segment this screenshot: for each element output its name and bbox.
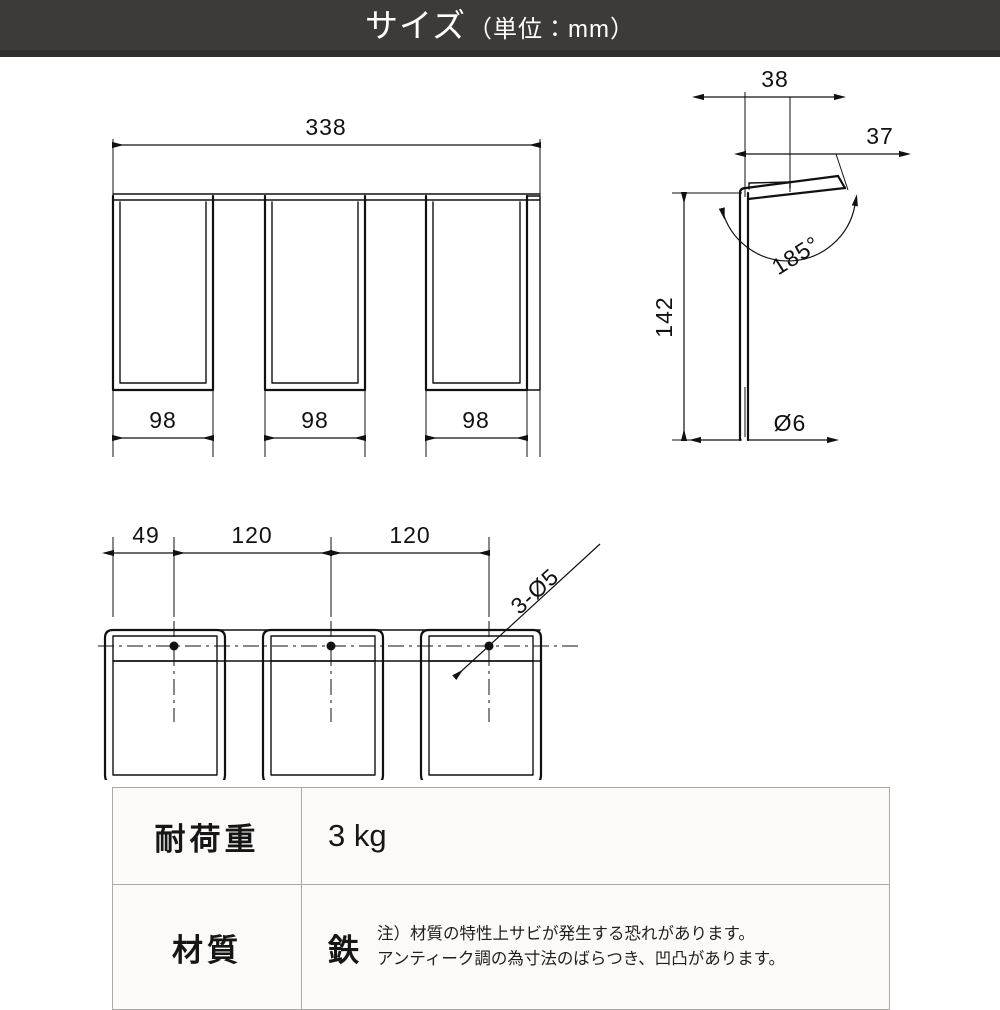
header-underline <box>0 50 1000 57</box>
spec-label-load: 耐荷重 <box>112 787 302 885</box>
dimension-142-label: 142 <box>651 296 677 337</box>
front-hook-1 <box>111 194 215 392</box>
spec-value-load-cell: 3 kg <box>301 787 890 885</box>
dimension-120-right: 120 <box>330 522 490 557</box>
table-row: 材質 鉄 注）材質の特性上サビが発生する恐れがあります。 アンティーク調の為寸法… <box>112 884 890 1010</box>
dimension-120-left: 120 <box>173 522 332 557</box>
page-title: サイズ（単位：mm） <box>365 9 635 42</box>
dimension-338-label: 338 <box>305 114 346 140</box>
dimension-98-center: 98 <box>264 407 366 442</box>
dimension-98-left: 98 <box>112 407 214 442</box>
hole-callout-label: 3-Ø5 <box>505 563 563 619</box>
dimension-98-center-label: 98 <box>301 407 329 433</box>
dimension-37-label: 37 <box>866 123 894 149</box>
dimension-338: 338 <box>112 114 541 149</box>
front-view: 338 <box>111 114 541 457</box>
front-hook-2 <box>263 194 367 392</box>
dimension-37: 37 <box>734 123 911 191</box>
dimension-d6-label: Ø6 <box>774 410 807 436</box>
header-bar: サイズ（単位：mm） <box>0 0 1000 50</box>
dimension-98-right-label: 98 <box>462 407 490 433</box>
top-hook-3 <box>419 628 543 780</box>
side-view: 38 37 185° <box>651 66 911 444</box>
dimension-98-right: 98 <box>425 407 528 442</box>
spec-label-material: 材質 <box>112 884 302 1010</box>
material-note-line1: 注）材質の特性上サビが発生する恐れがあります。 <box>377 925 755 944</box>
top-hook-1 <box>103 628 227 780</box>
top-view: 49 120 120 <box>98 522 601 780</box>
dimension-38-label: 38 <box>761 66 789 92</box>
dimension-38: 38 <box>692 66 846 192</box>
angle-185-label: 185° <box>767 231 825 280</box>
spec-value-material-cell: 鉄 注）材質の特性上サビが発生する恐れがあります。 アンティーク調の為寸法のばら… <box>301 884 890 1010</box>
page-title-main: サイズ <box>365 6 467 44</box>
material-note: 注）材質の特性上サビが発生する恐れがあります。 アンティーク調の為寸法のばらつき… <box>377 922 889 972</box>
technical-drawing: 338 <box>98 66 911 780</box>
mounting-hole-1 <box>169 641 179 651</box>
load-capacity-value: 3 kg <box>328 818 387 853</box>
page-title-unit: （単位：mm） <box>468 15 635 43</box>
spec-table: 耐荷重 3 kg 材質 鉄 注）材質の特性上サビが発生する恐れがあります。 アン… <box>112 787 890 1010</box>
dimension-d6: Ø6 <box>689 410 839 444</box>
dimension-120-left-label: 120 <box>231 522 272 548</box>
dimension-142: 142 <box>651 192 742 441</box>
table-row: 耐荷重 3 kg <box>112 787 890 885</box>
dimension-49-label: 49 <box>132 522 160 548</box>
material-note-line2: アンティーク調の為寸法のばらつき、凹凸があります。 <box>377 950 786 968</box>
hole-callout-3-d5: 3-Ø5 <box>452 543 601 680</box>
material-value: 鉄 <box>328 932 359 968</box>
dimension-49: 49 <box>102 522 185 557</box>
angle-185: 185° <box>718 194 858 280</box>
material-row: 鉄 注）材質の特性上サビが発生する恐れがあります。 アンティーク調の為寸法のばら… <box>328 914 889 980</box>
dimension-120-right-label: 120 <box>389 522 430 548</box>
top-hook-2 <box>261 628 385 780</box>
mounting-hole-2 <box>326 641 336 651</box>
front-hook-3 <box>424 194 529 392</box>
dimension-98-left-label: 98 <box>149 407 177 433</box>
